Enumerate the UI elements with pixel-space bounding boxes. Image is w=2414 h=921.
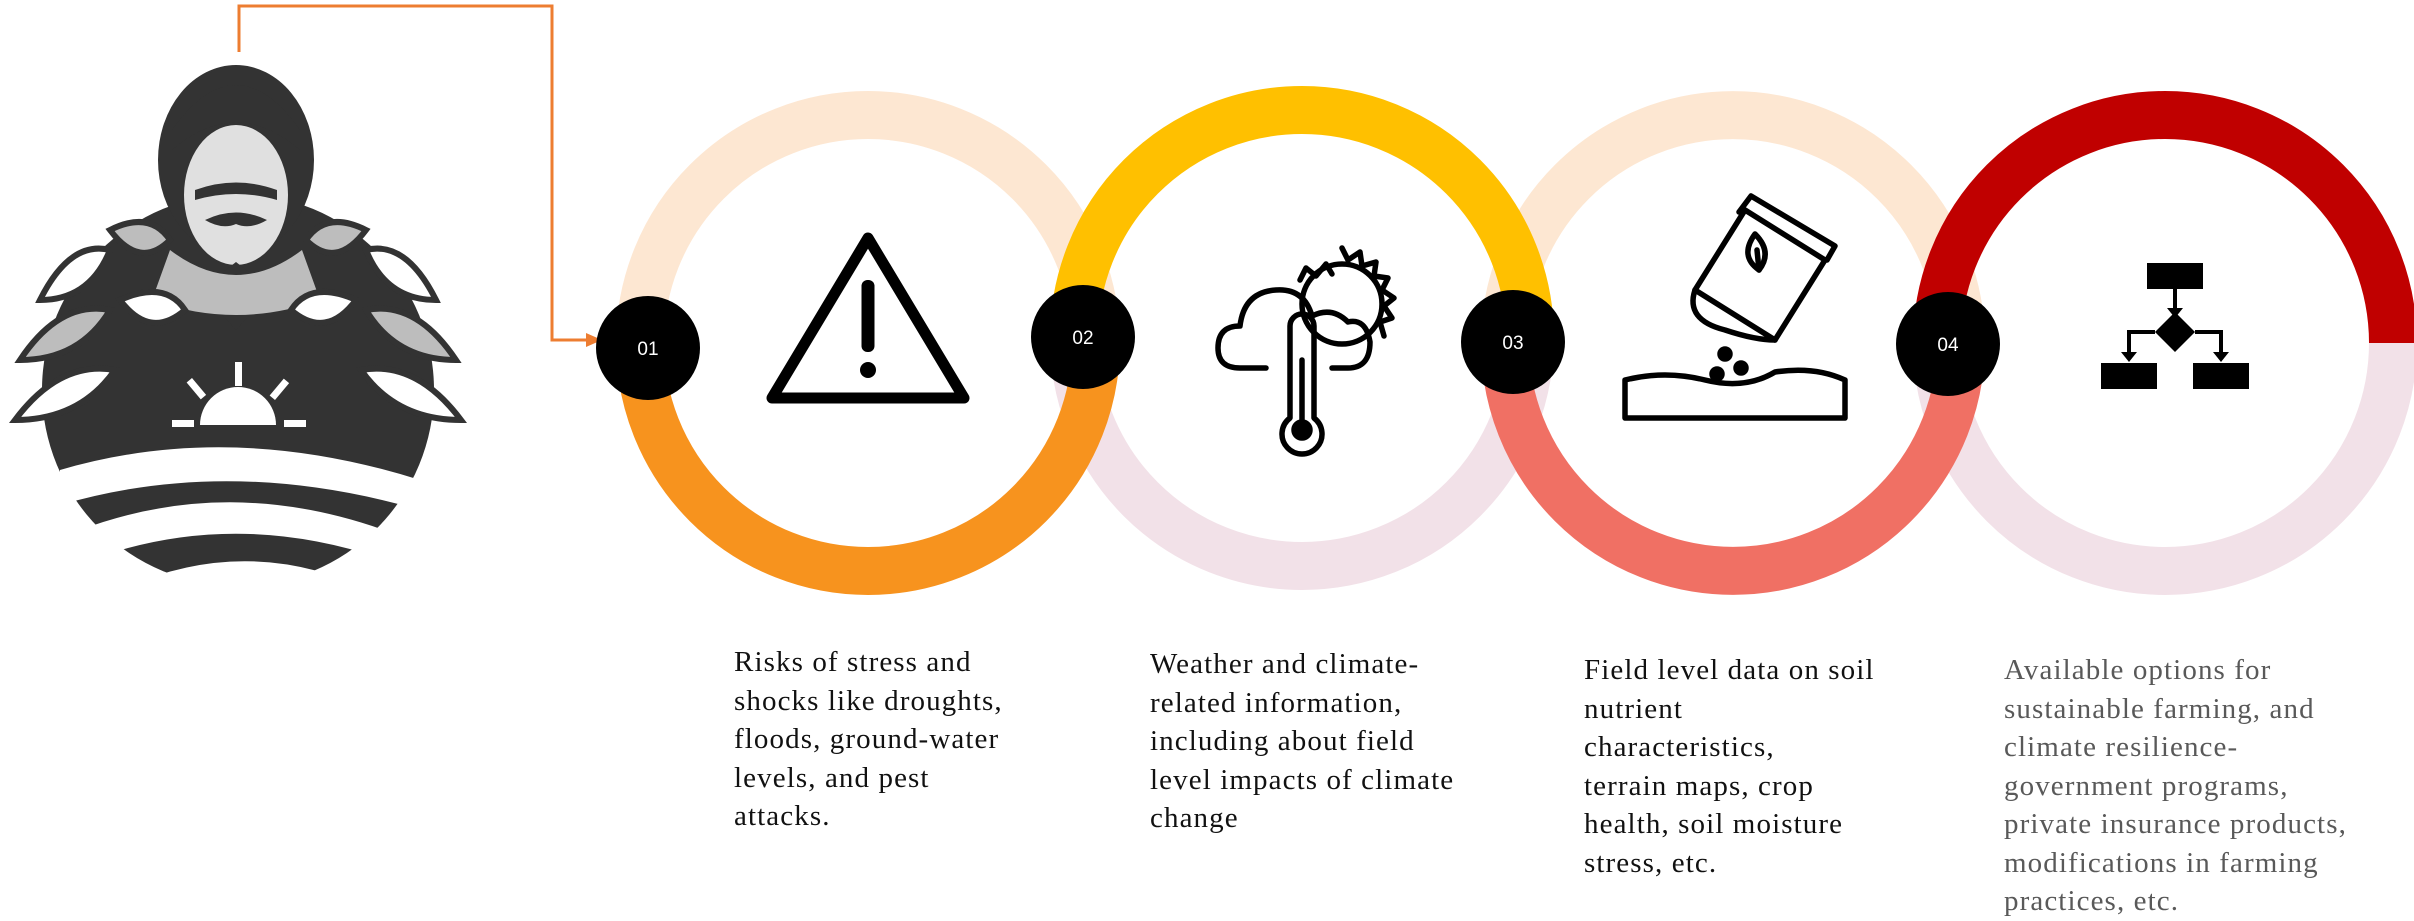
caption-line: climate resilience- xyxy=(2004,731,2239,763)
step-2-number: 02 xyxy=(1072,328,1093,349)
caption-line: level impacts of climate xyxy=(1150,763,1455,796)
decision-flowchart-icon xyxy=(2101,263,2249,389)
step-3-caption: Field level data on soil nutrient charac… xyxy=(1584,651,1875,882)
step-2-ring-strong-arc xyxy=(1050,86,1554,339)
caption-line: characteristics, xyxy=(1584,731,1775,763)
farmer-logo xyxy=(8,65,468,620)
step-3-number: 03 xyxy=(1502,333,1523,354)
caption-line: stress, etc. xyxy=(1584,846,1718,879)
caption-line: related information, xyxy=(1150,686,1403,719)
caption-line: Field level data on soil xyxy=(1584,654,1875,686)
caption-line: modifications in farming xyxy=(2004,846,2319,879)
caption-line: including about field xyxy=(1150,725,1415,757)
caption-line: government programs, xyxy=(2004,769,2289,802)
step-4-badge xyxy=(1896,292,2000,396)
step-4-caption: Available options for sustainable farmin… xyxy=(2004,651,2347,921)
step-1-badge xyxy=(596,296,700,400)
caption-line: Risks of stress and xyxy=(734,646,972,678)
caption-line: terrain maps, crop xyxy=(1584,769,1814,802)
caption-line: shocks like droughts, xyxy=(734,684,1003,717)
caption-line: practices, etc. xyxy=(2004,885,2180,917)
step-2-caption: Weather and climate- related information… xyxy=(1150,645,1454,838)
seed-bag-soil-icon xyxy=(1622,193,1848,421)
step-rings xyxy=(616,86,2414,595)
caption-line: change xyxy=(1150,802,1239,834)
caption-line: private insurance products, xyxy=(2004,808,2347,840)
caption-line: sustainable farming, and xyxy=(2004,692,2315,725)
caption-line: levels, and pest xyxy=(734,761,930,794)
step-4-ring-light-arc xyxy=(1913,342,2414,595)
connector-line xyxy=(237,4,590,342)
step-1-ring-light-arc xyxy=(616,91,1120,344)
caption-line: floods, ground-water xyxy=(734,723,1000,755)
step-2-badge xyxy=(1031,285,1135,389)
connector-arrowhead xyxy=(586,333,602,347)
caption-line: Available options for xyxy=(2004,654,2272,686)
step-badges: 01 02 03 04 xyxy=(596,285,2000,400)
weather-thermometer-icon xyxy=(1215,245,1397,457)
caption-line: Weather and climate- xyxy=(1150,648,1420,680)
step-4-number: 04 xyxy=(1937,335,1959,356)
step-3-ring-strong-arc xyxy=(1481,342,1985,595)
caption-line: attacks. xyxy=(734,800,831,832)
caption-line: nutrient xyxy=(1584,692,1684,725)
caption-line: health, soil moisture xyxy=(1584,808,1844,840)
step-1-number: 01 xyxy=(637,339,658,360)
step-4-ring-strong-arc xyxy=(1913,91,2414,344)
step-1-caption: Risks of stress and shocks like droughts… xyxy=(734,643,1003,836)
step-3-badge xyxy=(1461,290,1565,394)
warning-triangle-icon xyxy=(766,232,970,404)
step-1-ring-strong-arc xyxy=(616,342,1120,595)
